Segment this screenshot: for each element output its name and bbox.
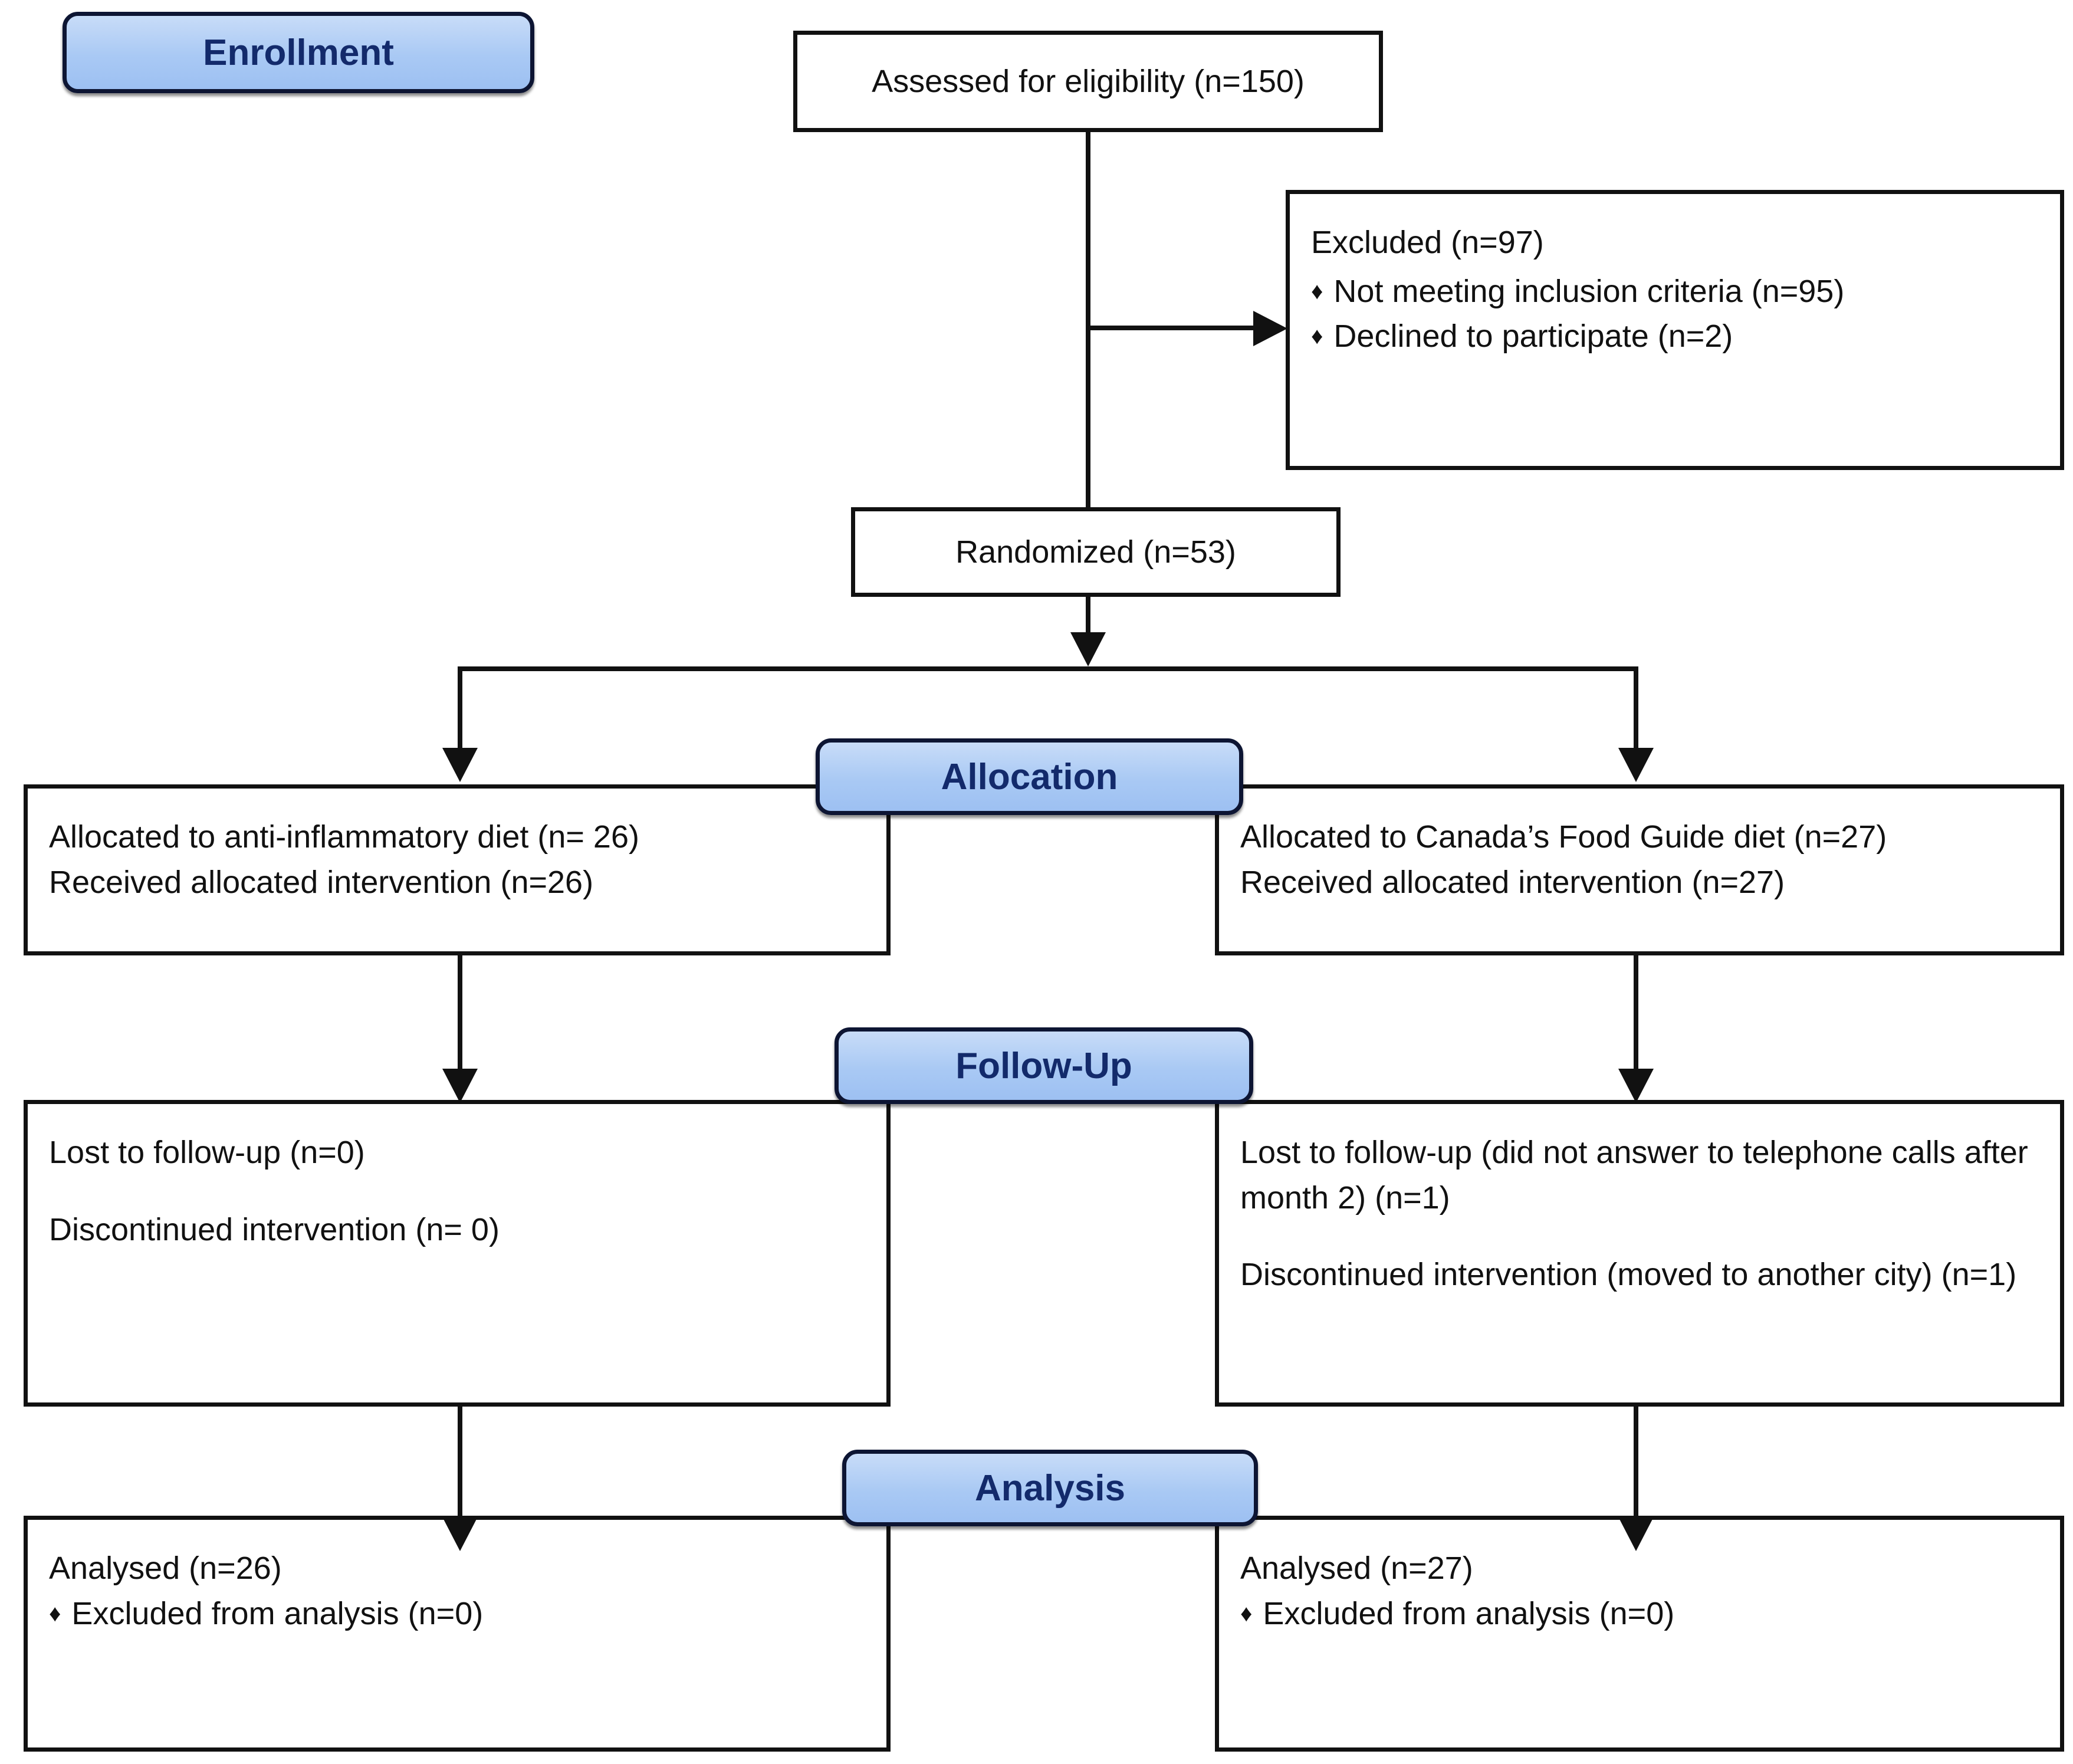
connector-alloc-left-to-followup	[458, 955, 462, 1073]
stage-pill-enrollment-label: Enrollment	[203, 32, 394, 73]
excluded-heading: Excluded (n=97)	[1311, 225, 1544, 260]
box-randomized: Randomized (n=53)	[851, 507, 1341, 597]
arrowhead-split-left	[442, 748, 478, 782]
connector-randomized-down	[1086, 597, 1090, 638]
arrowhead-analysis-left	[442, 1517, 478, 1551]
connector-split-left	[458, 666, 462, 751]
box-assessed-for-eligibility: Assessed for eligibility (n=150)	[793, 31, 1383, 132]
box-excluded: Excluded (n=97) ♦ Not meeting inclusion …	[1286, 190, 2064, 470]
stage-pill-followup-label: Follow-Up	[955, 1045, 1132, 1086]
connector-alloc-right-to-followup	[1634, 955, 1638, 1073]
arrowhead-to-excluded	[1253, 311, 1287, 346]
stage-pill-analysis-label: Analysis	[974, 1467, 1126, 1509]
excluded-item-0: Not meeting inclusion criteria (n=95)	[1333, 273, 1845, 309]
box-analysis-left: Analysed (n=26) ♦ Excluded from analysis…	[24, 1516, 891, 1752]
stage-pill-analysis: Analysis	[842, 1450, 1258, 1526]
arrowhead-followup-right	[1618, 1069, 1654, 1103]
arrowhead-analysis-right	[1618, 1517, 1654, 1551]
analysis-left-item-0: Excluded from analysis (n=0)	[71, 1595, 484, 1631]
excluded-item-1: Declined to participate (n=2)	[1333, 318, 1733, 354]
analysis-right-item-0: Excluded from analysis (n=0)	[1263, 1595, 1675, 1631]
connector-followup-left-to-analysis	[458, 1407, 462, 1519]
stage-pill-allocation-label: Allocation	[941, 756, 1118, 797]
followup-left-line-1: Lost to follow-up (n=0)	[49, 1135, 365, 1170]
diamond-bullet-icon: ♦	[49, 1600, 61, 1627]
allocation-left-line-2: Received allocated intervention (n=26)	[49, 864, 594, 900]
list-item: ♦ Excluded from analysis (n=0)	[49, 1591, 865, 1637]
assessed-text: Assessed for eligibility (n=150)	[872, 63, 1305, 99]
followup-right-line-1: Lost to follow-up (did not answer to tel…	[1240, 1135, 2037, 1216]
list-item: ♦ Declined to participate (n=2)	[1311, 314, 2039, 359]
analysis-right-bullet-list: ♦ Excluded from analysis (n=0)	[1240, 1591, 2039, 1637]
connector-allocation-split-bar	[458, 666, 1638, 671]
stage-pill-enrollment: Enrollment	[63, 12, 534, 93]
connector-split-right	[1634, 666, 1638, 751]
box-allocation-left: Allocated to anti-inflammatory diet (n= …	[24, 784, 891, 955]
box-followup-left: Lost to follow-up (n=0) Discontinued int…	[24, 1100, 891, 1407]
analysis-left-heading: Analysed (n=26)	[49, 1551, 282, 1586]
analysis-left-bullet-list: ♦ Excluded from analysis (n=0)	[49, 1591, 865, 1637]
arrowhead-randomized-split	[1070, 632, 1106, 666]
diamond-bullet-icon: ♦	[1311, 323, 1323, 350]
arrowhead-split-right	[1618, 748, 1654, 782]
connector-assessed-to-randomized	[1086, 132, 1090, 507]
diamond-bullet-icon: ♦	[1240, 1600, 1253, 1627]
randomized-text: Randomized (n=53)	[955, 534, 1236, 570]
excluded-bullet-list: ♦ Not meeting inclusion criteria (n=95) …	[1311, 269, 2039, 359]
followup-right-line-2: Discontinued intervention (moved to anot…	[1240, 1257, 2017, 1293]
analysis-right-heading: Analysed (n=27)	[1240, 1551, 1473, 1586]
diamond-bullet-icon: ♦	[1311, 278, 1323, 304]
box-analysis-right: Analysed (n=27) ♦ Excluded from analysis…	[1215, 1516, 2064, 1752]
allocation-right-line-2: Received allocated intervention (n=27)	[1240, 864, 1785, 900]
arrowhead-followup-left	[442, 1069, 478, 1103]
box-followup-right: Lost to follow-up (did not answer to tel…	[1215, 1100, 2064, 1407]
stage-pill-followup: Follow-Up	[835, 1027, 1253, 1104]
list-item: ♦ Excluded from analysis (n=0)	[1240, 1591, 2039, 1637]
list-item: ♦ Not meeting inclusion criteria (n=95)	[1311, 269, 2039, 314]
stage-pill-allocation: Allocation	[816, 738, 1243, 815]
followup-left-line-2: Discontinued intervention (n= 0)	[49, 1211, 500, 1247]
allocation-left-line-1: Allocated to anti-inflammatory diet (n= …	[49, 819, 639, 855]
connector-to-excluded	[1086, 326, 1263, 330]
allocation-right-line-1: Allocated to Canada’s Food Guide diet (n…	[1240, 819, 1887, 855]
box-allocation-right: Allocated to Canada’s Food Guide diet (n…	[1215, 784, 2064, 955]
connector-followup-right-to-analysis	[1634, 1407, 1638, 1519]
